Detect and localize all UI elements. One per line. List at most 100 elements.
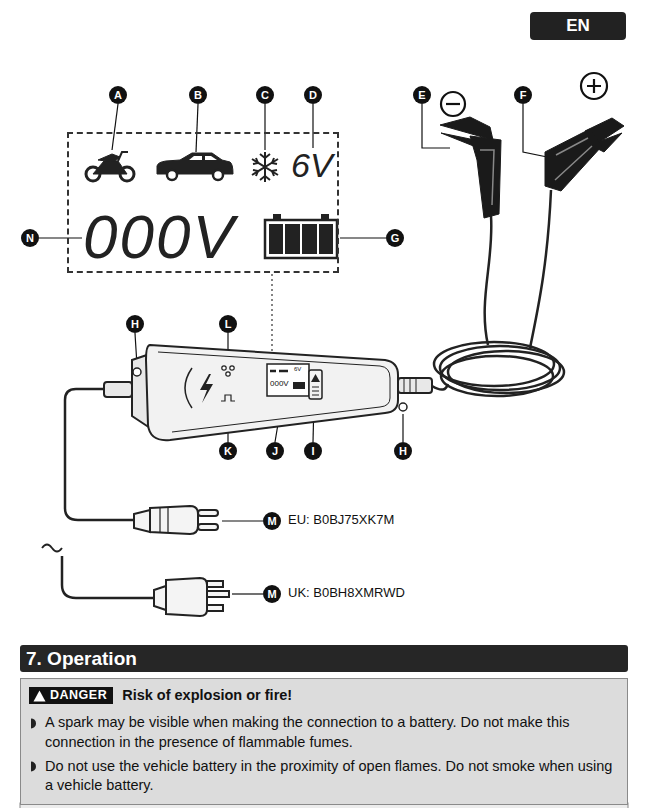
voltage-indicator: 6V xyxy=(291,148,333,182)
eu-plug xyxy=(134,510,150,532)
battery-icon xyxy=(302,224,317,254)
battery-icon xyxy=(319,224,333,254)
callout-circle xyxy=(413,86,431,104)
uk-plug xyxy=(154,586,166,610)
model-number: UK: B0BH8XMRWD xyxy=(288,586,405,599)
battery-icon xyxy=(321,214,329,220)
positive-clamp xyxy=(545,118,624,191)
polarity-symbol xyxy=(581,73,607,99)
mains-cable xyxy=(65,389,134,520)
positive-clamp xyxy=(545,129,602,191)
positive-clamp xyxy=(555,138,592,180)
status-led xyxy=(226,372,230,376)
battery-icon xyxy=(285,224,300,254)
callout-number: F xyxy=(514,86,532,104)
section-title: 7. Operation xyxy=(20,648,137,670)
leader-line xyxy=(112,104,118,150)
snowflake-icon xyxy=(253,154,277,180)
danger-badge: DANGER xyxy=(29,687,113,704)
charger-housing xyxy=(104,382,132,397)
callout-letter: I xyxy=(311,446,314,457)
polarity-symbol xyxy=(587,79,601,93)
model-number: EU: B0BJ75XK7M xyxy=(288,513,394,526)
callout-letter: A xyxy=(114,90,122,101)
mini-voltage-readout: 000V xyxy=(270,380,289,388)
callout-letter: M xyxy=(267,589,276,600)
callout-number: M xyxy=(263,512,281,530)
battery-icon xyxy=(269,224,283,254)
callout-number: K xyxy=(219,442,237,460)
clamp-cable xyxy=(432,190,564,396)
uk-plug xyxy=(166,578,207,616)
screw-hole xyxy=(399,403,407,411)
charger-housing xyxy=(398,378,432,393)
clamp-cable xyxy=(441,356,553,396)
mode-button xyxy=(309,370,322,399)
snowflake-icon xyxy=(252,152,278,182)
callout-number: B xyxy=(189,86,207,104)
callout-letter: C xyxy=(261,90,269,101)
mini-voltage-indicator: 6V xyxy=(294,366,301,372)
eu-plug xyxy=(198,524,218,530)
warning-text: A spark may be visible when making the c… xyxy=(45,713,619,752)
callout-circle xyxy=(514,86,532,104)
eu-plug xyxy=(160,508,168,532)
leader-line xyxy=(523,104,552,158)
eu-plug xyxy=(198,510,218,516)
status-led xyxy=(222,366,226,370)
charger-housing xyxy=(104,345,432,440)
leader-line xyxy=(402,414,403,442)
bullet-marker xyxy=(31,762,36,772)
callout-number: N xyxy=(21,229,39,247)
mode-button xyxy=(312,387,319,395)
callout-number: H xyxy=(126,315,144,333)
dotted-leader xyxy=(271,274,272,363)
battery-icon xyxy=(265,220,337,258)
warning-box: Risk of explosion or fire!A spark may be… xyxy=(20,678,628,805)
clamp-cable xyxy=(432,384,448,390)
callout-number: C xyxy=(256,86,274,104)
car-icon xyxy=(157,153,233,180)
warning-triangle xyxy=(34,690,46,701)
polarity-symbol xyxy=(446,103,460,105)
callout-circle xyxy=(219,442,237,460)
motorcycle-icon xyxy=(86,152,134,181)
pulse-symbol xyxy=(221,395,235,401)
callout-number: H xyxy=(394,442,412,460)
battery-icon xyxy=(273,214,281,220)
leader-line xyxy=(312,104,313,148)
callout-letter: E xyxy=(418,90,425,101)
warning-triangle xyxy=(33,690,46,702)
callout-circle xyxy=(263,512,281,530)
motorcycle-icon xyxy=(93,161,127,174)
callout-circle xyxy=(394,442,412,460)
negative-clamp xyxy=(440,117,493,140)
callout-letter: L xyxy=(225,319,232,330)
leader-line xyxy=(232,593,263,594)
voltage-readout: 000V xyxy=(83,206,236,268)
callout-letter: G xyxy=(391,233,400,244)
negative-clamp xyxy=(440,117,501,218)
callout-letter: B xyxy=(194,90,202,101)
callout-number: D xyxy=(304,86,322,104)
callout-circle xyxy=(109,86,127,104)
eu-plug xyxy=(150,506,198,534)
leader-line xyxy=(264,104,265,150)
callout-circle xyxy=(263,585,281,603)
callout-letter: H xyxy=(399,446,407,457)
callout-circle xyxy=(304,86,322,104)
callout-letter: K xyxy=(224,446,232,457)
motorcycle-icon xyxy=(98,154,120,162)
uk-plug xyxy=(207,581,223,587)
mode-button xyxy=(309,370,322,399)
screw-hole xyxy=(133,368,141,376)
car-icon xyxy=(167,170,177,180)
battery-icon xyxy=(265,214,337,258)
callout-number: L xyxy=(219,315,237,333)
language-tab: EN xyxy=(530,12,626,40)
callout-letter: J xyxy=(272,446,278,457)
callout-circle xyxy=(304,442,322,460)
callout-letter: H xyxy=(131,319,139,330)
leader-line xyxy=(340,237,386,238)
negative-clamp xyxy=(470,136,501,218)
